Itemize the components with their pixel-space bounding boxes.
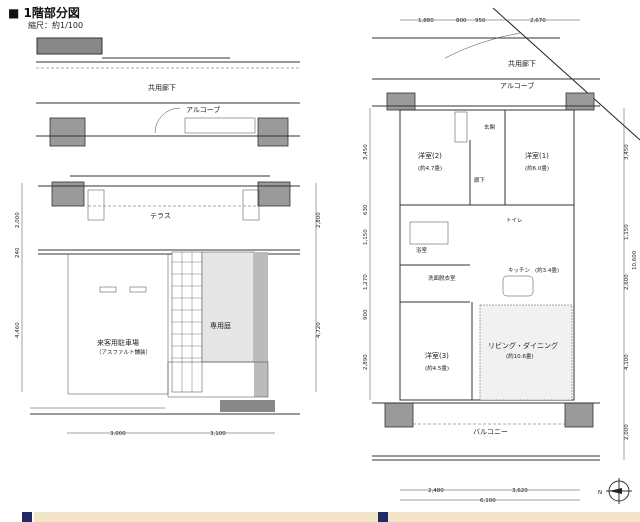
alcove-label: アルコーブ <box>500 81 534 90</box>
scale-note: 縮尺：約1/100 <box>28 21 84 30</box>
room-size: (約4.5畳) <box>425 364 449 372</box>
svg-text:N: N <box>598 490 602 496</box>
room-size: (約3.4畳) <box>535 266 559 274</box>
annotation-line <box>492 7 640 141</box>
left-unit-exterior: テラス 来客用駐車場 （アスファルト舗装） 専用庭 2,000 240 4,46… <box>15 175 322 437</box>
dim-label: 950 <box>475 18 486 24</box>
north-compass-icon: N <box>598 478 632 504</box>
room-size: (約10.6畳) <box>506 352 534 360</box>
dim-label: 630 <box>363 204 369 215</box>
dim-label: 2,000 <box>15 212 21 228</box>
dim-label: 2,480 <box>428 488 444 494</box>
dim-label: 1,150 <box>624 224 630 240</box>
dim-label: 900 <box>363 309 369 320</box>
room-label: 洋室(3) <box>425 351 449 360</box>
dim-label: 2,800 <box>316 212 322 228</box>
room-label: 洋室(1) <box>525 151 549 160</box>
dim-label: 3,000 <box>110 431 126 437</box>
corridor-label: 共用廊下 <box>508 59 536 68</box>
left-corridor-section: 共用廊下 アルコーブ <box>36 37 300 147</box>
dim-label: 800 <box>456 18 467 24</box>
dim-label: 2,670 <box>530 18 546 24</box>
dim-label: 3,450 <box>624 144 630 160</box>
dim-label: 240 <box>15 247 21 258</box>
dim-label: 3,450 <box>363 144 369 160</box>
dim-label: 1,150 <box>363 229 369 245</box>
dim-label: 2,890 <box>363 354 369 370</box>
room-label: 玄関 <box>484 123 496 131</box>
terrace-label: テラス <box>150 212 171 220</box>
dim-total: 6,100 <box>480 498 496 504</box>
corridor-label: 共用廊下 <box>148 83 176 92</box>
alcove-label: アルコーブ <box>186 105 220 114</box>
room-label: 洋室(2) <box>418 151 442 160</box>
page-title: ■ 1階部分図 <box>8 6 80 20</box>
room-size: (約6.0畳) <box>525 164 549 172</box>
garden-label: 専用庭 <box>210 321 231 330</box>
dim-label: 3,620 <box>512 488 528 494</box>
parking-label: 来客用駐車場 <box>97 338 139 347</box>
column <box>49 117 86 147</box>
dim-label: 2,600 <box>624 274 630 290</box>
room-size: (約4.7畳) <box>418 164 442 172</box>
room-label: トイレ <box>506 218 523 224</box>
dim-label: 1,270 <box>363 274 369 290</box>
dim-label: 4,100 <box>624 354 630 370</box>
room-label: バルコニー <box>473 428 508 436</box>
column <box>257 117 289 147</box>
strip-marker <box>22 512 32 522</box>
parking-note: （アスファルト舗装） <box>96 348 151 356</box>
dim-label: 3,100 <box>210 431 226 437</box>
room-label: 洗面脱衣室 <box>428 274 456 282</box>
dim-label: 4,720 <box>316 322 322 338</box>
dim-label: 4,460 <box>15 322 21 338</box>
dim-total: 10,600 <box>632 250 638 270</box>
bottom-strip <box>34 512 640 522</box>
dim-label: 1,880 <box>418 18 434 24</box>
dim-label: 2,000 <box>624 424 630 440</box>
right-unit-plan: 1,880 800 950 2,670 共用廊下 アルコーブ 洋室(2) (約4… <box>363 7 640 504</box>
room-label: 廊下 <box>474 176 486 184</box>
strip-marker <box>378 512 388 522</box>
room-label: 浴室 <box>416 246 428 254</box>
room-label: キッチン <box>508 267 531 274</box>
planter <box>36 37 103 55</box>
room-label: リビング・ダイニング <box>488 341 558 350</box>
